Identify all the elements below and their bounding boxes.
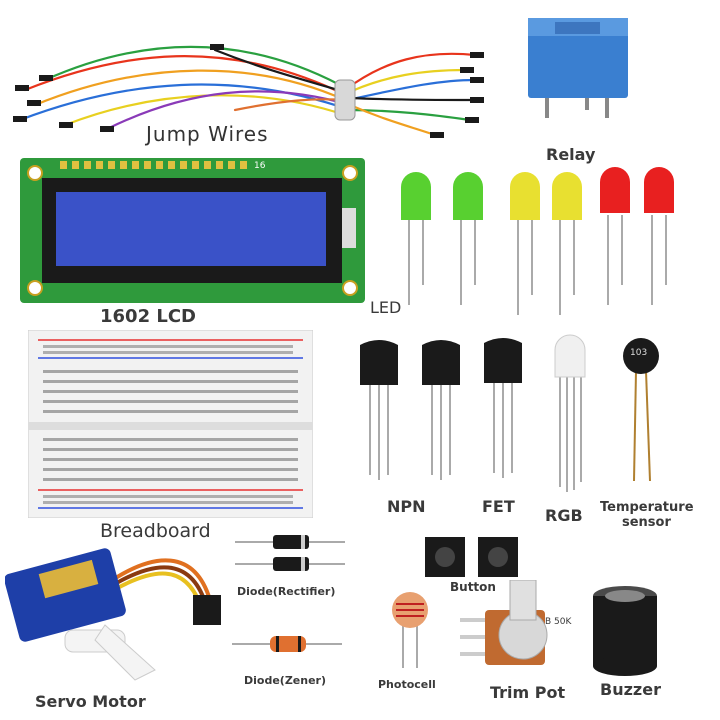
label-trim-pot: Trim Pot	[490, 683, 566, 702]
label-diode-rectifier: Diode(Rectifier)	[237, 585, 336, 598]
relay-image	[520, 10, 635, 125]
thermistor-code: 103	[630, 348, 648, 358]
pot-value-marking: B 50K	[545, 617, 572, 627]
label-temperature-line1: Temperature	[600, 500, 694, 515]
lcd-1602-image	[20, 158, 365, 303]
jump-wires-image	[5, 30, 495, 140]
label-button: Button	[450, 580, 496, 594]
label-relay: Relay	[546, 145, 596, 164]
led-group-image	[395, 165, 695, 320]
transistors-image	[350, 335, 530, 485]
label-jump-wires: Jump Wires	[146, 122, 269, 146]
label-servo-motor: Servo Motor	[35, 692, 146, 711]
temperature-sensor-image	[618, 336, 668, 486]
photocell-image	[380, 590, 440, 670]
label-temperature-line2: sensor	[622, 515, 671, 530]
label-photocell: Photocell	[378, 678, 436, 691]
label-breadboard: Breadboard	[100, 520, 211, 542]
rgb-led-image	[550, 332, 590, 497]
label-npn: NPN	[387, 497, 426, 516]
label-buzzer: Buzzer	[600, 680, 661, 699]
buzzer-image	[588, 576, 663, 686]
label-fet: FET	[482, 497, 515, 516]
rectifier-diodes-image	[235, 532, 345, 577]
label-diode-zener: Diode(Zener)	[244, 674, 327, 687]
label-lcd: 1602 LCD	[100, 306, 196, 327]
breadboard-image	[28, 330, 313, 518]
zener-diode-image	[232, 632, 342, 656]
label-rgb: RGB	[545, 506, 583, 525]
label-led: LED	[370, 298, 402, 317]
lcd-pin-marking: 16	[254, 161, 266, 171]
servo-motor-image	[5, 530, 240, 690]
trim-pot-image	[455, 580, 570, 680]
push-buttons-image	[420, 532, 525, 582]
